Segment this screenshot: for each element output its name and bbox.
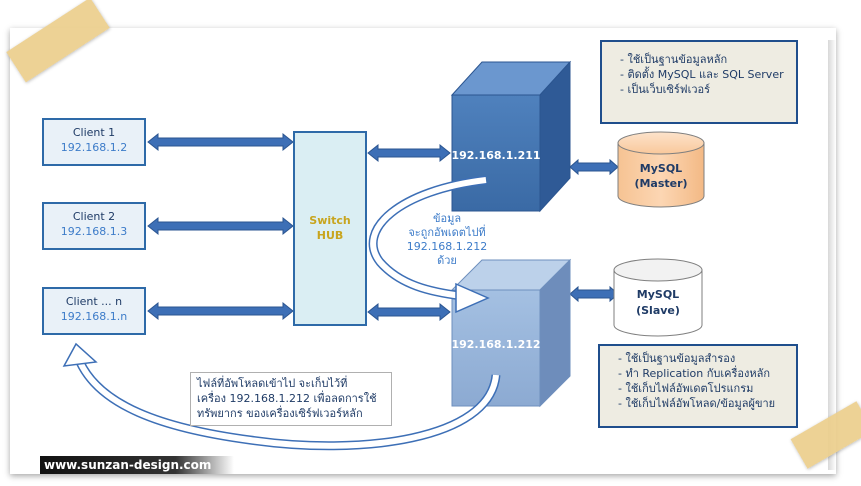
info-main-item: เป็นเว็บเซิร์ฟเวอร์: [620, 82, 788, 97]
upload-note-line: ไฟล์ที่อัพโหลดเข้าไป จะเก็บไว้ที่: [197, 377, 348, 390]
arrow-client1-switch: [147, 132, 294, 152]
server-backup-cube: [450, 258, 572, 408]
replication-caption-line: จะถูกอัพเดตไปที่: [408, 226, 486, 239]
info-main-list: ใช้เป็นฐานข้อมูลหลัก ติดตั้ง MySQL และ S…: [610, 52, 788, 97]
db-master-line1: MySQL: [640, 162, 682, 175]
arrow-switch-server-backup: [367, 302, 451, 322]
client-box-1: Client 1 192.168.1.2: [42, 118, 146, 166]
info-backup-list: ใช้เป็นฐานข้อมูลสำรอง ทำ Replication กับ…: [608, 351, 788, 411]
paper-edge: [828, 40, 836, 470]
db-slave-line1: MySQL: [637, 288, 679, 301]
info-backup-item: ทำ Replication กับเครื่องหลัก: [618, 366, 788, 381]
replication-caption-line: 192.168.1.212: [406, 240, 488, 253]
client-name: Client 1: [72, 126, 116, 139]
db-slave-line2: (Slave): [636, 304, 680, 317]
arrow-switch-server-main: [367, 143, 451, 163]
db-master-line2: (Master): [634, 177, 687, 190]
client-box-n: Client ... n 192.168.1.n: [42, 287, 146, 335]
client-name: Client 2: [72, 210, 116, 223]
arrow-server-backup-db-slave: [569, 285, 619, 303]
db-master-cylinder: [617, 131, 705, 208]
switch-label-line2: HUB: [317, 229, 344, 242]
arrow-client2-switch: [147, 216, 294, 236]
server-backup-ip: 192.168.1.212: [451, 338, 540, 351]
client-ip: 192.168.1.n: [60, 310, 128, 323]
info-main-item: ติดตั้ง MySQL และ SQL Server: [620, 67, 788, 82]
replication-caption: ข้อมูล จะถูกอัพเดตไปที่ 192.168.1.212 ด้…: [388, 212, 506, 268]
db-slave-cylinder: [613, 258, 703, 337]
upload-note-box: ไฟล์ที่อัพโหลดเข้าไป จะเก็บไว้ที่ เครื่อ…: [190, 372, 392, 426]
replication-caption-line: ข้อมูล: [432, 212, 462, 225]
arrow-clientn-switch: [147, 301, 294, 321]
switch-label-line1: Switch: [309, 214, 350, 227]
replication-caption-line: ด้วย: [437, 254, 457, 267]
curved-arrow-replication: [368, 175, 490, 314]
upload-note-line: เครื่อง 192.168.1.212 เพื่อลดการใช้: [197, 392, 377, 405]
info-backup-item: ใช้เก็บไฟล์อัพโหลด/ข้อมูลผู้ขาย: [618, 396, 788, 411]
arrow-server-main-db-master: [569, 158, 619, 176]
curved-arrow-upload: [62, 342, 501, 451]
switch-hub: [293, 131, 367, 326]
client-box-2: Client 2 192.168.1.3: [42, 202, 146, 250]
client-ip: 192.168.1.2: [60, 141, 128, 154]
upload-note-line: ทรัพยากร ของเครื่องเซิร์ฟเวอร์หลัก: [197, 407, 363, 420]
site-watermark: www.sunzan-design.com: [40, 456, 234, 474]
info-box-backup-server: ใช้เป็นฐานข้อมูลสำรอง ทำ Replication กับ…: [598, 344, 798, 428]
client-name: Client ... n: [65, 295, 123, 308]
server-main-cube: [450, 60, 572, 213]
info-backup-item: ใช้เป็นฐานข้อมูลสำรอง: [618, 351, 788, 366]
client-ip: 192.168.1.3: [60, 225, 128, 238]
info-box-main-server: ใช้เป็นฐานข้อมูลหลัก ติดตั้ง MySQL และ S…: [600, 40, 798, 124]
server-main-ip: 192.168.1.211: [451, 149, 540, 162]
info-backup-item: ใช้เก็บไฟล์อัพเดตโปรแกรม: [618, 381, 788, 396]
info-main-item: ใช้เป็นฐานข้อมูลหลัก: [620, 52, 788, 67]
